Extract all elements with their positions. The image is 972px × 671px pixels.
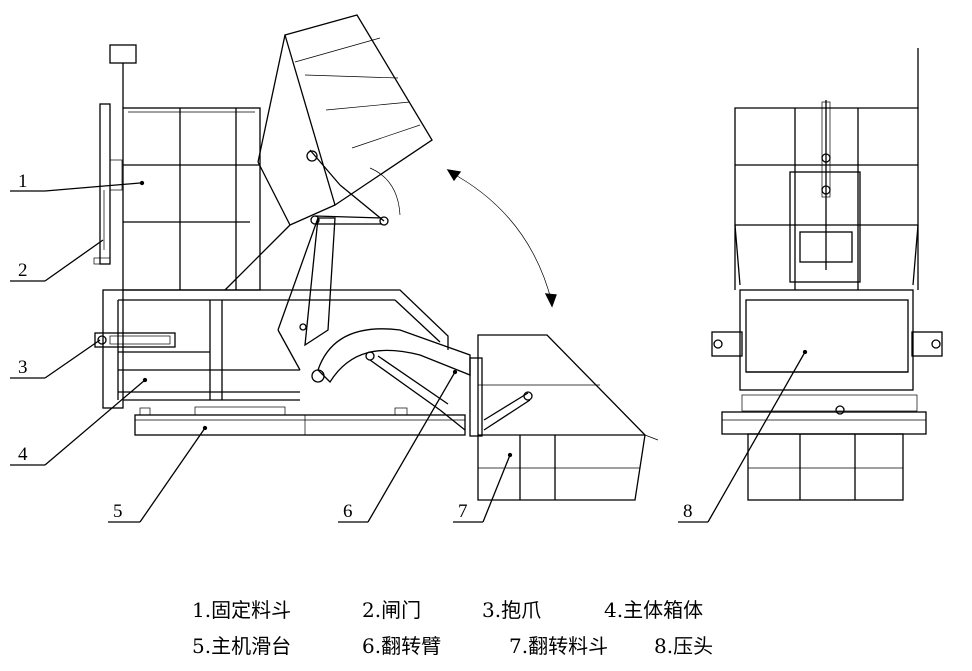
legend-item-4: 4.主体箱体	[604, 598, 704, 622]
main-body-box	[94, 289, 449, 409]
callout-6: 6	[343, 501, 353, 522]
legend-item-2: 2.闸门	[362, 598, 422, 622]
raised-hopper	[224, 14, 433, 291]
callout-2: 2	[18, 260, 28, 281]
callouts: 1 2 3 4 5 6 7 8	[10, 171, 808, 523]
callout-1: 1	[18, 171, 28, 192]
slide-table	[134, 406, 466, 436]
legend-item-5: 5.主机滑台	[192, 634, 292, 658]
callout-5: 5	[113, 501, 123, 522]
legend-item-6: 6.翻转臂	[362, 634, 442, 658]
end-view	[711, 48, 943, 501]
callout-4: 4	[18, 444, 28, 465]
callout-7: 7	[458, 501, 468, 522]
tipping-hopper	[469, 334, 659, 501]
legend-item-3: 3.抱爪	[482, 598, 542, 622]
legend-item-1: 1.固定料斗	[192, 598, 292, 622]
tipping-arm	[277, 184, 471, 431]
swing-arc	[446, 169, 557, 308]
legend-item-8: 8.压头	[654, 634, 714, 658]
side-view	[93, 14, 659, 501]
callout-3: 3	[18, 357, 28, 378]
callout-8: 8	[683, 501, 693, 522]
legend-item-7: 7.翻转料斗	[509, 634, 609, 658]
